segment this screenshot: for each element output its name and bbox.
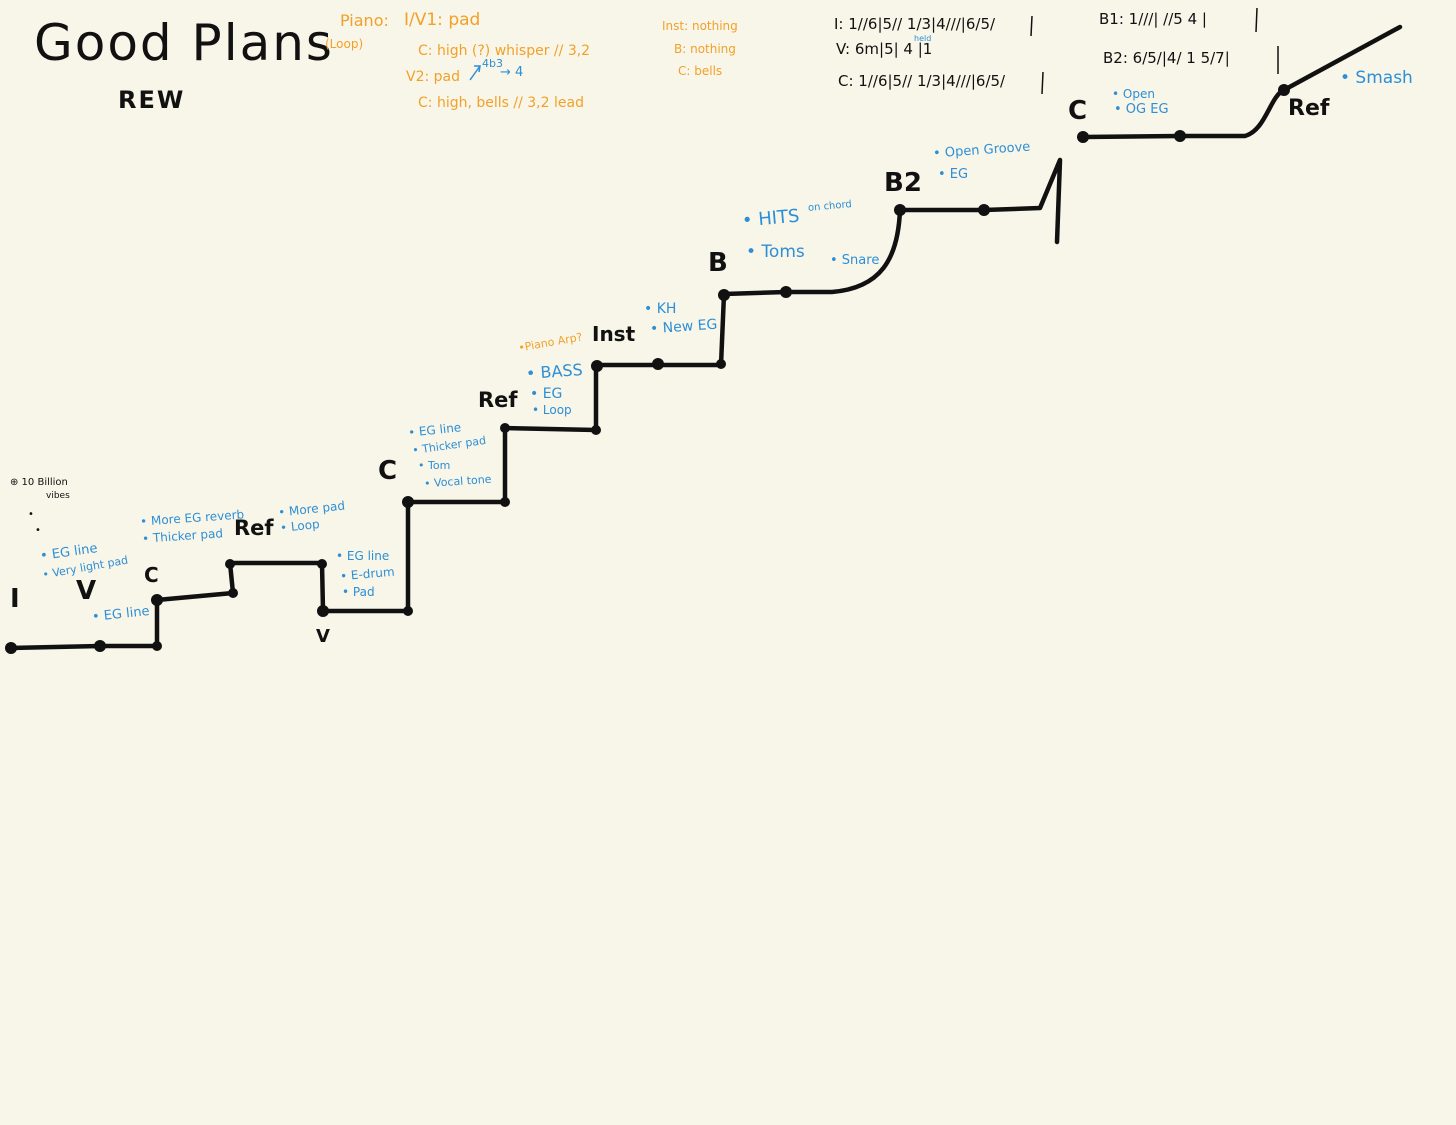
piano-note-1: I/V1: pad [404,10,481,30]
section-label-chorus-1: C [144,563,159,587]
dot [152,641,162,651]
dot [500,423,510,433]
side-note-1: ⊕ 10 Billion [10,477,68,488]
inst-note: Inst: nothing [662,19,738,33]
section-dots [5,84,1290,654]
piano-note-3-sup: 4b3 [482,57,503,70]
dot [652,358,664,370]
dot [151,594,163,606]
note-bridge-1: • HITS [741,205,801,232]
section-label-chorus-2: C [378,456,398,486]
dot [780,286,792,298]
chorus-note: C: bells [678,64,723,78]
side-note-2: vibes [46,491,70,501]
dot [228,588,238,598]
arrow-icon [474,65,481,73]
dot [591,425,601,435]
page-title: Good Plans [34,14,334,72]
note-chorus-3-2: • OG EG [1114,102,1169,117]
section-label-ref-2: Ref [478,388,518,412]
staircase-line [7,24,1403,651]
dot [716,359,726,369]
chords-chorus: C: 1//6|5// 1/3|4///|6/5/ [838,72,1006,90]
note-ref-2-2: • EG [530,386,563,402]
page-subtitle: REW [118,86,186,114]
dot [225,559,235,569]
note-verse-2-3: • Pad [342,585,375,599]
dot [402,496,414,508]
dot [1278,84,1290,96]
bar-line [1041,71,1044,95]
dot [500,497,510,507]
piano-note-2: C: high (?) whisper // 3,2 [418,43,591,59]
note-inst-1: • KH [644,301,677,317]
note-verse-2-1: • EG line [336,549,390,563]
dot [591,360,603,372]
note-chorus-3-1: • Open [1112,87,1155,101]
note-b2-2: • EG [938,167,969,182]
chords-bridge-1: B1: 1///| //5 4 | [1099,10,1207,28]
note-bridge-2: • Toms [746,242,805,262]
note-chorus-2-3: • Tom [418,459,451,472]
piano-note-3-end: → 4 [500,65,524,80]
dot [317,605,329,617]
piano-label: Piano: [340,11,389,30]
side-note-dot-1: • [28,509,34,520]
section-label-bridge: B [708,248,728,278]
section-label-ref-1: Ref [234,516,274,540]
dot [718,289,730,301]
note-ref-2-1: • BASS [525,360,584,383]
dot [1077,131,1089,143]
section-label-verse-2: V [316,626,330,647]
dot [403,606,413,616]
note-bridge-3: • Snare [830,253,880,268]
bar-line [1255,7,1258,33]
dot [5,642,17,654]
bar-line [1030,15,1033,37]
chords-intro: I: 1//6|5// 1/3|4///|6/5/ [834,15,996,33]
arrow-icon [469,65,481,81]
section-label-inst: Inst [592,322,636,346]
dot [1174,130,1186,142]
chords-verse-held: held [914,34,932,43]
section-label-ref-3: Ref [1288,96,1330,121]
note-ref-3-1: • Smash [1340,68,1413,88]
chords-verse: V: 6m|5| 4 |1 [836,40,933,58]
loop-label: (Loop) [325,37,364,51]
dot [317,559,327,569]
section-label-verse-1: V [76,576,97,606]
chords-bridge-2: B2: 6/5/|4/ 1 5/7| [1103,49,1230,67]
section-label-chorus-3: C [1068,96,1088,126]
side-note-dot-2: • [35,525,41,536]
note-ref-2-3: • Loop [532,403,572,417]
piano-note-4: C: high, bells // 3,2 lead [418,95,584,111]
dot [978,204,990,216]
bridge-note: B: nothing [674,42,736,56]
section-label-bridge-2: B2 [884,168,922,198]
dot [94,640,106,652]
dot [894,204,906,216]
section-label-intro: I [10,584,20,614]
piano-note-3: V2: pad [406,69,461,85]
